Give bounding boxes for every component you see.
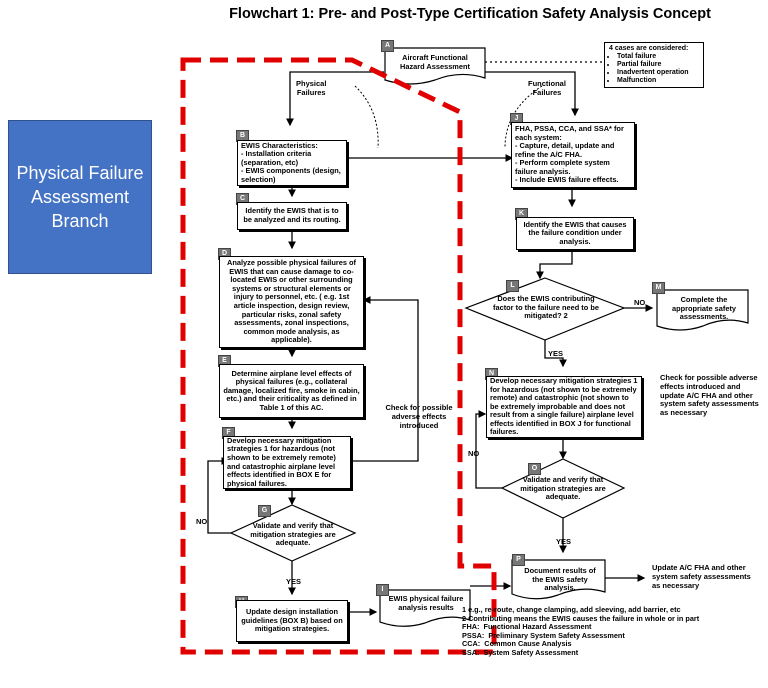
failure-cases-box: 4 cases are considered: Total failure Pa… bbox=[604, 42, 704, 88]
box-b-ewis-characteristics: EWIS Characteristics: - Installation cri… bbox=[237, 140, 347, 186]
functional-failures-label: Functional Failures bbox=[528, 79, 566, 97]
yes-label-o: YES bbox=[556, 537, 572, 546]
no-label-o: NO bbox=[468, 449, 480, 458]
box-a-aircraft-fha: Aircraft Functional Hazard Assessment bbox=[400, 53, 470, 71]
label-a: A bbox=[381, 40, 394, 52]
physical-failure-branch-label: Physical Failure Assessment Branch bbox=[8, 120, 152, 274]
label-l: L bbox=[506, 280, 519, 292]
box-e-determine-effects: Determine airplane level effects of phys… bbox=[219, 364, 364, 418]
decision-diamond-l bbox=[464, 277, 626, 341]
box-j-fha-pssa-cca-ssa: FHA, PSSA, CCA, and SSA* for each system… bbox=[511, 122, 635, 188]
check-adverse-effects-right: Check for possible adverse effects intro… bbox=[660, 373, 759, 418]
decision-diamond-g bbox=[229, 504, 357, 562]
label-p: P bbox=[512, 554, 525, 566]
no-label-g: NO bbox=[196, 517, 208, 526]
label-o: O bbox=[528, 463, 541, 475]
physical-branch-boundary bbox=[180, 57, 497, 655]
check-adverse-effects-left: Check for possible adverse effects intro… bbox=[385, 403, 453, 430]
box-f-mitigation-strategies: Develop necessary mitigation strategies … bbox=[223, 436, 351, 489]
flowchart-title: Flowchart 1: Pre- and Post-Type Certific… bbox=[229, 6, 711, 22]
footnotes: 1 e.g., re-route, change clamping, add s… bbox=[462, 605, 700, 657]
box-h-update-guidelines: Update design installation guidelines (B… bbox=[236, 600, 348, 642]
box-d-analyze-physical-failures: Analyze possible physical failures of EW… bbox=[219, 256, 364, 348]
yes-label-l: YES bbox=[548, 349, 564, 358]
document-shape-m bbox=[656, 289, 749, 331]
decision-g-validate: Validate and verify that mitigation stra… bbox=[250, 521, 336, 548]
decision-o-validate: Validate and verify that mitigation stra… bbox=[520, 475, 606, 502]
physical-failures-label: Physical Failures bbox=[296, 79, 327, 97]
box-p-document-results: Document results of the EWIS safety anal… bbox=[524, 566, 596, 593]
box-i-analysis-results: EWIS physical failure analysis results bbox=[388, 594, 464, 612]
box-n-mitigation-strategies: Develop necessary mitigation strategies … bbox=[486, 376, 642, 438]
box-m-complete-assessments: Complete the appropriate safety assessme… bbox=[671, 295, 737, 322]
document-shape-i bbox=[379, 589, 471, 627]
yes-label-g: YES bbox=[286, 577, 302, 586]
no-label-l: NO bbox=[634, 298, 646, 307]
document-shape-p bbox=[511, 559, 606, 600]
box-k-identify-ewis: Identify the EWIS that causes the failur… bbox=[516, 217, 634, 250]
label-m: M bbox=[652, 282, 665, 294]
update-fha-label: Update A/C FHA and other system safety a… bbox=[652, 563, 751, 590]
label-i: I bbox=[376, 584, 389, 596]
decision-l-mitigate: Does the EWIS contributing factor to the… bbox=[493, 294, 599, 321]
box-c-identify-ewis: Identify the EWIS that is to be analyzed… bbox=[237, 202, 347, 230]
label-g: G bbox=[258, 505, 271, 517]
